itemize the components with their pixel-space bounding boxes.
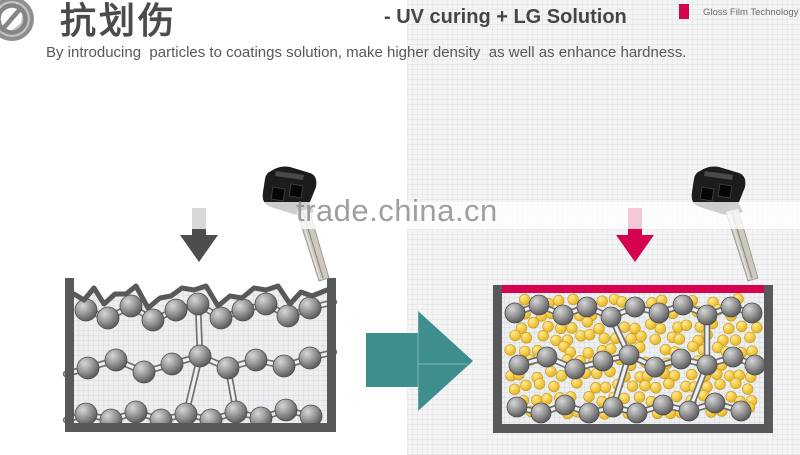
cured-coating-container (493, 285, 773, 433)
tech-legend: Gloss Film Technology (679, 4, 798, 19)
legend-swatch (679, 4, 689, 19)
hard-coating-layer (502, 285, 764, 293)
watermark-band (0, 202, 800, 229)
watermark-text: trade.china.cn (296, 193, 498, 228)
down-arrow-icon (616, 208, 654, 262)
solution-subtitle: - UV curing + LG Solution (384, 6, 627, 28)
legend-label: Gloss Film Technology (703, 7, 799, 18)
page-title: 抗划伤 (60, 0, 178, 41)
down-arrow-icon (180, 208, 218, 262)
no-scratch-icon (0, 0, 34, 41)
uncured-coating-container (62, 278, 338, 432)
description-text: By introducing particles to coatings sol… (46, 44, 687, 61)
right-arrow-icon (366, 311, 473, 411)
